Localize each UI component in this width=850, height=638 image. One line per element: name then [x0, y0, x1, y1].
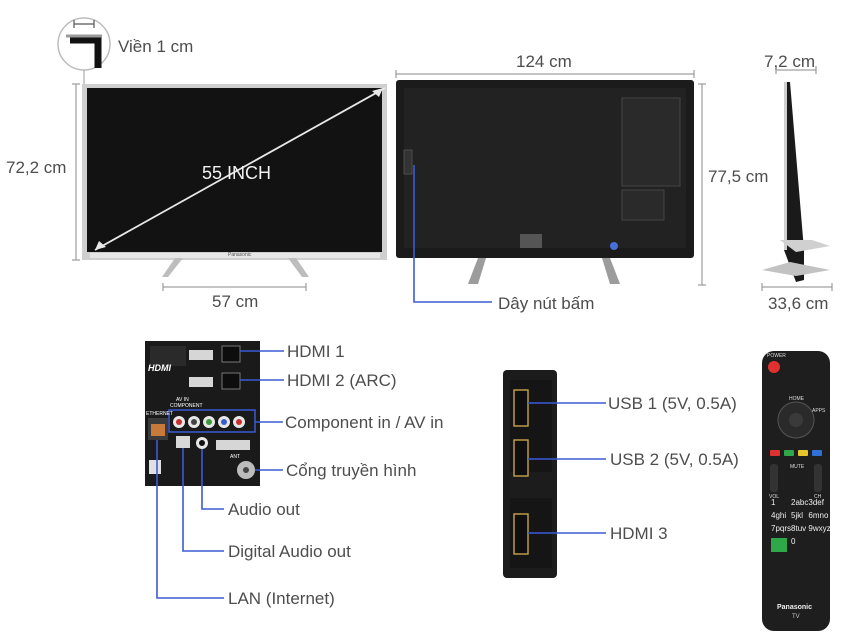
- stand-width-label: 57 cm: [212, 292, 259, 311]
- remote-key: 0: [791, 537, 796, 546]
- remote-key: 1: [771, 498, 776, 507]
- remote-key: 5jkl: [791, 511, 804, 520]
- ethernet-small-label: ETHERNET: [146, 411, 173, 417]
- button-cable-callout-line: [413, 165, 492, 303]
- ant-small-label: ANT: [230, 454, 240, 460]
- remote-power-label: POWER: [767, 353, 786, 359]
- back-dimension-lines: [395, 70, 706, 286]
- side-port-callout-lines: [528, 402, 606, 534]
- screen-size-label: 55 INCH: [202, 163, 272, 183]
- tv-side: [762, 82, 830, 282]
- remote-apps-label: APPS: [812, 408, 826, 414]
- usb2-label: USB 2 (5V, 0.5A): [610, 450, 739, 469]
- remote-key: 3def: [808, 498, 824, 507]
- side-port-panel: [503, 370, 557, 578]
- component-label: Component in / AV in: [285, 413, 444, 432]
- front-dimension-lines: [72, 83, 307, 291]
- remote-home-label: HOME: [789, 396, 804, 402]
- hdmi2-label: HDMI 2 (ARC): [287, 371, 397, 390]
- width-label: 124 cm: [516, 52, 572, 71]
- component-small-label: COMPONENT: [170, 403, 203, 409]
- remote-key: 6mno: [808, 511, 829, 520]
- remote-key: 9wxyz: [808, 524, 831, 533]
- hdmi-logo: HDMI: [148, 363, 171, 373]
- remote-ch-label: CH: [814, 494, 822, 500]
- depth-top-label: 7,2 cm: [764, 52, 816, 71]
- tv-front: [82, 84, 387, 277]
- remote-key: 4ghi: [771, 511, 787, 520]
- button-cable-label: Dây nút bấm: [498, 294, 595, 313]
- remote-key: 7pqrs: [771, 524, 792, 533]
- bezel-label: Viền 1 cm: [118, 37, 194, 56]
- usb1-label: USB 1 (5V, 0.5A): [608, 394, 737, 413]
- stand-depth-label: 33,6 cm: [768, 294, 829, 313]
- remote-key: 8tuv: [791, 524, 807, 533]
- hdmi1-label: HDMI 1: [287, 342, 345, 361]
- av-in-small-label: AV IN: [176, 397, 189, 403]
- side-dimension-lines: [761, 66, 833, 291]
- remote-vol-label: VOL: [769, 494, 780, 500]
- height-back-label: 77,5 cm: [708, 167, 769, 186]
- height-front-label: 72,2 cm: [6, 158, 67, 177]
- lan-label: LAN (Internet): [228, 589, 335, 608]
- remote-mute-label: MUTE: [790, 464, 805, 470]
- tv-brand-label: Panasonic: [228, 252, 252, 258]
- remote-key: 2abc: [791, 498, 809, 507]
- remote-control: [762, 351, 830, 631]
- bezel-callout-icon: [57, 17, 111, 84]
- hdmi3-label: HDMI 3: [610, 524, 668, 543]
- remote-brand-label: Panasonic: [777, 604, 813, 611]
- digital-audio-out-label: Digital Audio out: [228, 542, 351, 561]
- audio-out-label: Audio out: [228, 500, 300, 519]
- remote-tv-label: TV: [792, 614, 800, 620]
- antenna-label: Cổng truyền hình: [286, 461, 417, 480]
- tv-back: [396, 80, 694, 284]
- remote-keypad: 1 2abc 3def 4ghi 5jkl 6mno 7pqrs 8tuv 9w…: [771, 498, 831, 546]
- port-callout-lines: [156, 350, 284, 599]
